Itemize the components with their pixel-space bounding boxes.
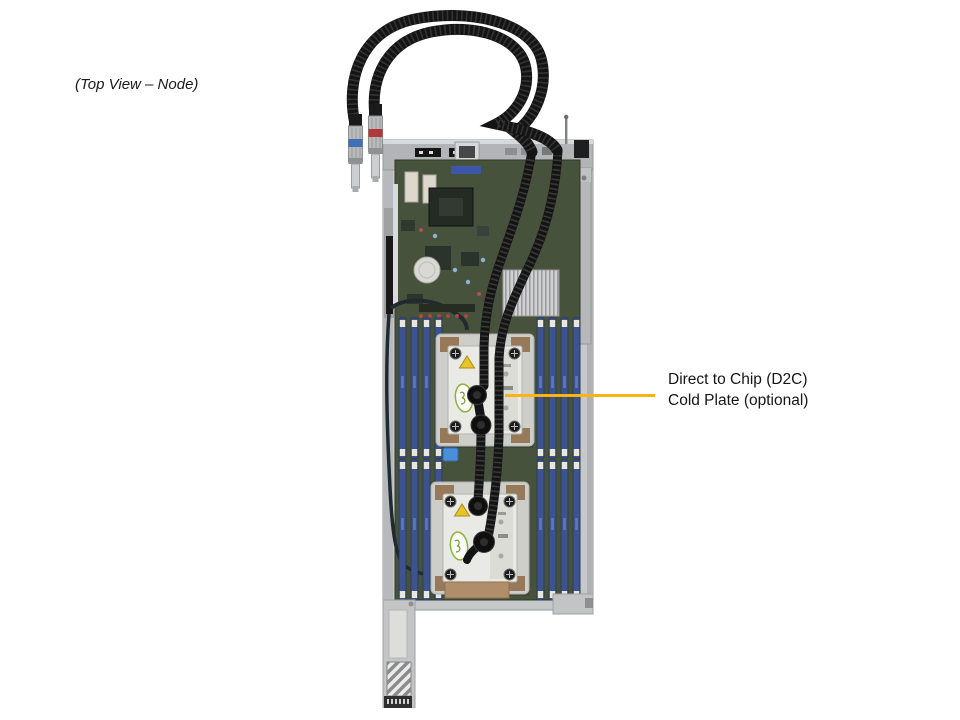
striped-label: [386, 661, 412, 697]
cmos-battery: [413, 256, 441, 284]
leader-line: [505, 394, 655, 397]
callout-line-1: Direct to Chip (D2C): [668, 371, 808, 388]
blue-clip: [442, 447, 459, 462]
cooling-hose-loop: [346, 10, 563, 158]
cpu2-cold-plate: [430, 447, 530, 599]
bottom-right-tab: [552, 593, 594, 615]
quick-disconnect-fitting-blue: [348, 114, 363, 192]
callout-line-2: Cold Plate (optional): [668, 392, 809, 409]
antenna-pin: [565, 118, 568, 144]
node-figure: [337, 8, 597, 709]
callout-label: Direct to Chip (D2C) Cold Plate (optiona…: [668, 369, 808, 411]
node-illustration: [346, 10, 594, 709]
figure-caption: (Top View – Node): [75, 76, 199, 93]
bottom-latch: [382, 599, 416, 709]
tube-fittings: [467, 385, 495, 553]
quick-disconnect-fitting-red: [368, 104, 383, 182]
copper-plate: [444, 581, 510, 599]
